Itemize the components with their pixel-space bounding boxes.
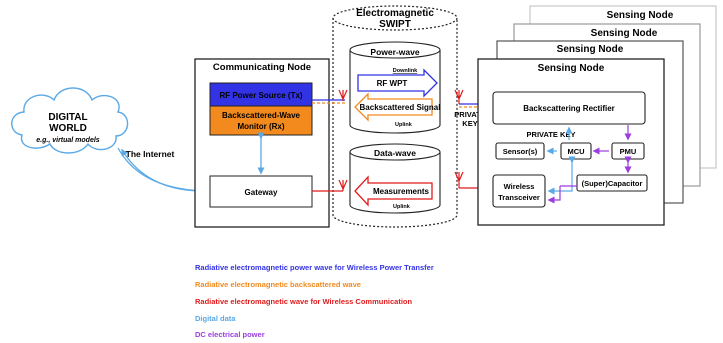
mcu-label: MCU (567, 147, 584, 156)
backscatter-monitor-line1: Backscattered-Wave (222, 111, 301, 120)
private-key-label-inside: PRIVATE KEY (527, 130, 576, 139)
cloud-title-line1: DIGITAL (48, 112, 87, 123)
sensing-node-title: Sensing Node (538, 63, 605, 74)
downlink-label: Downlink (393, 68, 418, 74)
backscattered-arrow (354, 92, 433, 122)
wireless-transceiver-box (492, 174, 546, 208)
sensing-node-stack-label-1: Sensing Node (607, 10, 674, 21)
data-wave-title: Data-wave (374, 148, 416, 158)
pmu-label: PMU (620, 147, 637, 156)
cloud-subtitle: e.g., virtual models (36, 137, 100, 144)
swipt-title-line1: Electromagnetic (356, 8, 434, 19)
legend-power-wave: Radiative electromagnetic power wave for… (195, 263, 434, 272)
internet-link: The Internet (117, 147, 209, 195)
gateway-box (209, 175, 313, 208)
legend-communication-wave: Radiative electromagnetic wave for Wirel… (195, 297, 413, 306)
communicating-node-title: Communicating Node (213, 62, 311, 73)
transceiver-line1: Wireless (504, 182, 535, 191)
gateway-label: Gateway (245, 188, 278, 197)
sensing-node-stack-label-2: Sensing Node (591, 28, 658, 39)
legend-dc-power: DC electrical power (195, 330, 265, 339)
uplink-label-1: Uplink (395, 122, 413, 128)
cloud-title-line2: WORLD (49, 123, 87, 134)
sensors-label: Sensor(s) (503, 147, 538, 156)
backscattering-rectifier-box (492, 91, 646, 125)
comm-power-antenna-icon (338, 89, 348, 101)
transceiver-line2: Transceiver (498, 193, 540, 202)
uplink-label-2: Uplink (393, 204, 411, 210)
sensing-node-stack-label-3: Sensing Node (557, 44, 624, 55)
measurements-arrow (354, 175, 433, 207)
mcu-box (560, 142, 592, 160)
digital-world-cloud: DIGITAL WORLD e.g., virtual models (11, 87, 129, 154)
private-key-label-outside-line2: KEY (462, 119, 477, 128)
backscattering-rectifier-label: Backscattering Rectifier (523, 104, 615, 113)
comm-data-antenna-icon (338, 179, 348, 191)
supercapacitor-label: (Super)Capacitor (582, 179, 643, 188)
backscatter-monitor-box (209, 105, 313, 136)
rf-power-source-label: RF Power Source (Tx) (219, 91, 302, 100)
swipt-title-line2: SWIPT (379, 19, 411, 30)
supercapacitor-box (576, 174, 648, 192)
measurements-label: Measurements (373, 187, 430, 196)
private-key-label-outside-line1: PRIVATE (454, 110, 485, 119)
power-wave-title: Power-wave (370, 47, 419, 57)
swipt-channel: Electromagnetic SWIPT Power-wave Downlin… (332, 5, 458, 228)
sensing-node: Sensing Node Backscattering Rectifier PR… (477, 58, 665, 226)
communicating-node: Communicating Node RF Power Source (Tx) … (194, 58, 330, 228)
sensors-box (495, 142, 545, 160)
legend-digital-data: Digital data (195, 314, 236, 323)
backscattered-label: Backscattered Signal (360, 103, 441, 112)
internet-label: The Internet (126, 149, 175, 159)
backscatter-monitor-line2: Monitor (Rx) (237, 122, 284, 131)
rf-wpt-arrow (357, 68, 438, 98)
rf-wpt-label: RF WPT (377, 79, 408, 88)
legend-backscattered-wave: Radiative electromagnetic backscattered … (195, 280, 361, 289)
sensor-data-antenna-icon (454, 171, 464, 188)
sensor-power-antenna-icon (454, 89, 464, 104)
